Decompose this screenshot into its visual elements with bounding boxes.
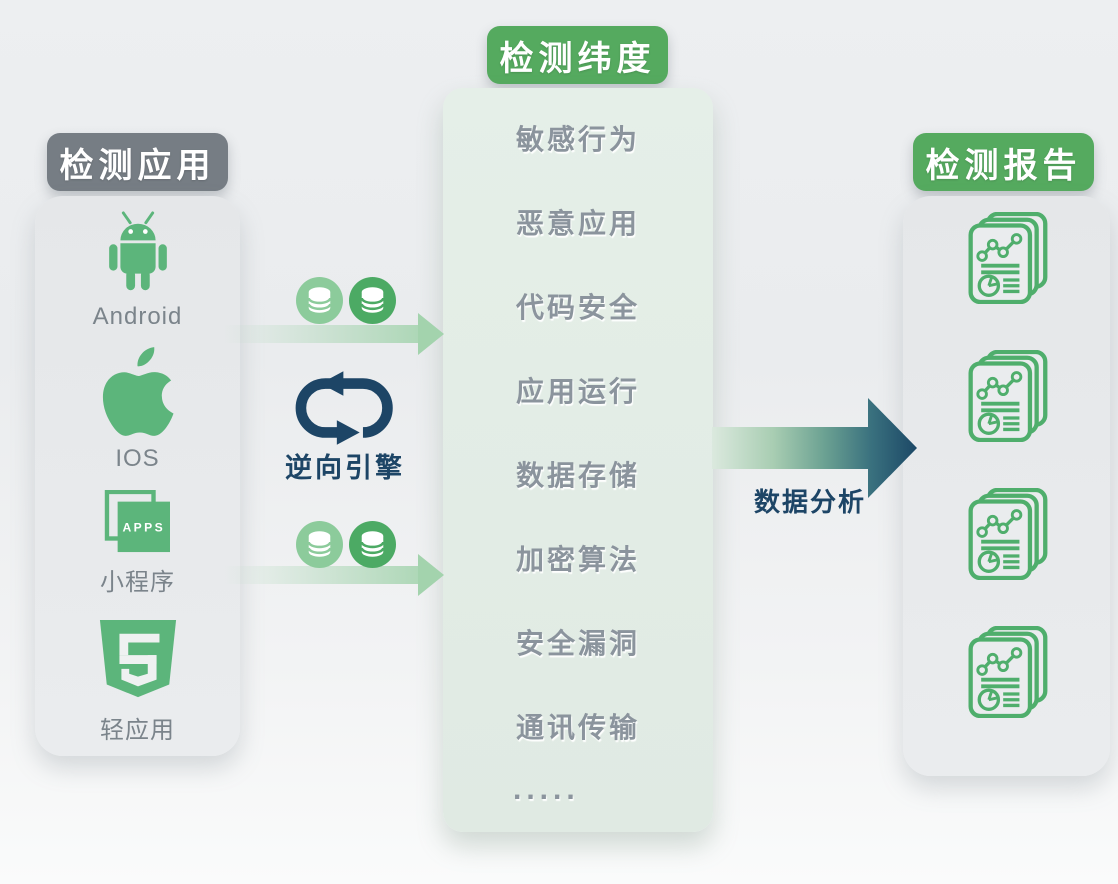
apple-icon	[102, 347, 173, 436]
dimension-item: 数据存储	[515, 460, 640, 491]
dimension-item: 加密算法	[515, 544, 640, 575]
apps-panel-badge: 检测应用	[47, 133, 228, 191]
database-icon-dark	[349, 521, 396, 568]
dimensions-panel: 敏感行为 恶意应用 代码安全 应用运行 数据存储 加密算法 安全漏洞 通讯传输 …	[443, 88, 713, 832]
flow-arrow-bottom	[222, 554, 444, 596]
report-icon	[968, 350, 1047, 442]
dimension-item: 恶意应用	[515, 208, 640, 239]
reverse-engine-loop-icon	[295, 371, 393, 445]
report-icon	[968, 212, 1047, 304]
apps-icon-text: APPS	[122, 521, 165, 535]
reports-panel-badge: 检测报告	[913, 133, 1094, 191]
dimension-item: 安全漏洞	[515, 628, 640, 659]
miniprogram-apps-icon: APPS	[104, 490, 170, 553]
report-icon	[968, 488, 1047, 580]
database-icon-light	[296, 521, 343, 568]
dimensions-panel-badge: 检测纬度	[487, 26, 668, 84]
flow-arrow-top	[222, 313, 444, 355]
lightapp-label: 轻应用	[100, 717, 175, 744]
apps-panel: Android IOS APPS 小程序 轻应用	[35, 196, 240, 756]
dimension-item: 应用运行	[515, 376, 640, 407]
dimension-item: 代码安全	[515, 292, 640, 323]
ios-label: IOS	[115, 445, 160, 472]
reverse-engine-label: 逆向引擎	[285, 453, 405, 483]
database-icon-light	[296, 277, 343, 324]
dimension-item: 通讯传输	[515, 712, 640, 743]
android-label: Android	[92, 303, 183, 330]
data-analysis-arrow	[712, 398, 917, 498]
html5-icon	[99, 620, 176, 698]
reports-panel	[903, 196, 1110, 776]
database-icon-dark	[349, 277, 396, 324]
data-analysis-label: 数据分析	[753, 487, 866, 517]
android-icon	[108, 211, 167, 291]
dimension-item: 敏感行为	[515, 124, 640, 155]
report-icon	[968, 626, 1047, 718]
dimension-item-ellipsis: .....	[513, 773, 580, 806]
miniprogram-label: 小程序	[100, 569, 175, 596]
